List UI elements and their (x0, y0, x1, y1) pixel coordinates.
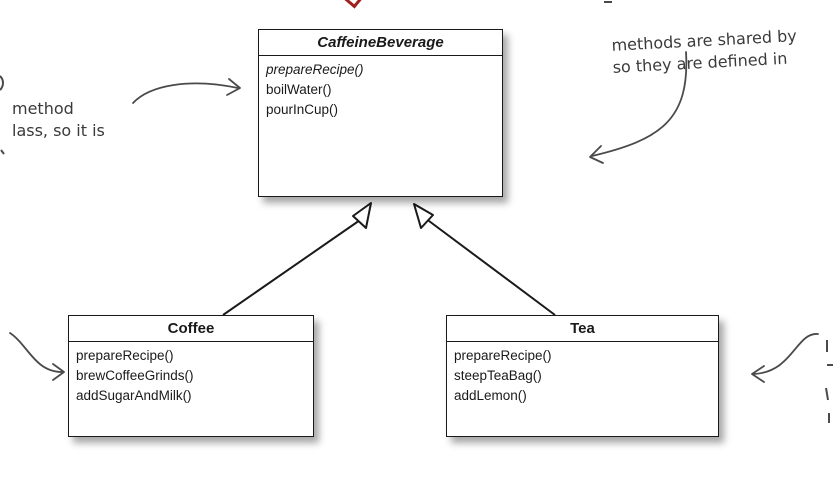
method-tea-prepare-recipe: prepareRecipe() (454, 348, 552, 363)
class-name-tea: Tea (447, 316, 718, 342)
note-left-line-1: method (12, 99, 74, 118)
class-name-coffee: Coffee (69, 316, 313, 342)
inheritance-arrowhead-coffee (352, 202, 372, 229)
note-left: method lass, so it is (12, 98, 105, 142)
method-list-tea: prepareRecipe() steepTeaBag() addLemon() (447, 342, 718, 406)
method-prepare-recipe-abstract: prepareRecipe() (266, 62, 364, 77)
method-coffee-prepare-recipe: prepareRecipe() (76, 348, 174, 363)
method-pour-in-cup: pourInCup() (266, 102, 339, 117)
method-list-coffee: prepareRecipe() brewCoffeeGrinds() addSu… (69, 342, 313, 406)
method-boil-water: boilWater() (266, 82, 332, 97)
note-arrow-left-top (132, 82, 239, 104)
class-name-caffeine-beverage: CaffeineBeverage (259, 30, 502, 56)
inheritance-arrowhead-tea (413, 203, 434, 229)
note-arrow-right-bottom (753, 333, 819, 375)
cropped-note-mark-7 (0, 149, 5, 155)
note-arrow-top-right (591, 51, 688, 157)
method-list-caffeine-beverage: prepareRecipe() boilWater() pourInCup() (259, 56, 502, 120)
inheritance-line-tea (424, 217, 556, 316)
class-coffee: Coffee prepareRecipe() brewCoffeeGrinds(… (68, 315, 314, 437)
method-add-lemon: addLemon() (454, 388, 527, 403)
class-tea: Tea prepareRecipe() steepTeaBag() addLem… (446, 315, 719, 437)
cropped-note-mark-3 (825, 387, 829, 401)
class-caffeine-beverage: CaffeineBeverage prepareRecipe() boilWat… (258, 29, 503, 197)
note-arrow-left-bottom (9, 332, 63, 373)
note-left-line-2: lass, so it is (12, 121, 105, 140)
method-brew-coffee-grinds: brewCoffeeGrinds() (76, 368, 194, 383)
method-add-sugar-and-milk: addSugarAndMilk() (76, 388, 192, 403)
cropped-note-mark-6 (0, 75, 4, 91)
method-steep-tea-bag: steepTeaBag() (454, 368, 542, 383)
inheritance-line-coffee (222, 217, 364, 316)
